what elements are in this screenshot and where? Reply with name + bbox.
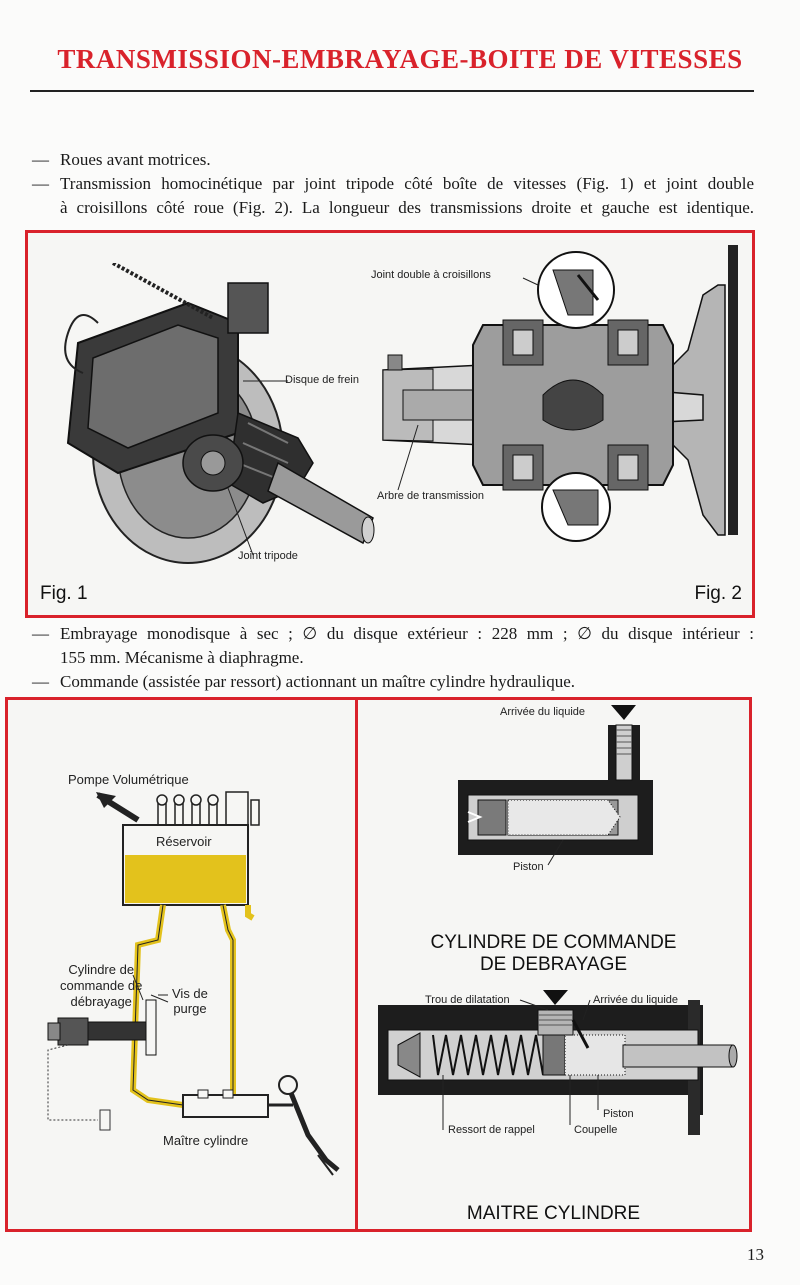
intro-item-2-line-1: Transmission homocinétique par joint tri… [60, 174, 754, 193]
label-piston-top: Piston [513, 861, 544, 873]
clutch-item-2: — Commande (assistée par ressort) action… [32, 670, 754, 694]
label-coupelle: Coupelle [574, 1124, 618, 1136]
clutch-item-2-text: Commande (assistée par ressort) actionna… [60, 672, 576, 691]
hydraulic-circuit-illustration [47, 791, 340, 1176]
intro-item-2: — Transmission homocinétique par joint t… [32, 172, 754, 196]
label-piston-bottom: Piston [603, 1108, 634, 1120]
heading-cylindre-commande: CYLINDRE DE COMMANDE DE DEBRAYAGE [430, 932, 677, 975]
title-rule [30, 90, 754, 92]
label-ressort: Ressort de rappel [448, 1124, 535, 1136]
label-cylindre-commande: Cylindre de commande de débrayage [60, 962, 143, 1009]
bullet-dash: — [32, 150, 49, 169]
callout-arbre: Arbre de transmission [377, 490, 484, 502]
intro-item-2-line-2: à croisillons côté roue (Fig. 2). La lon… [60, 198, 754, 217]
fig-1-label: Fig. 1 [40, 583, 88, 604]
fig-2-label: Fig. 2 [694, 583, 742, 604]
clutch-item-1: — Embrayage monodisque à sec ; ∅ du disq… [32, 622, 754, 646]
label-pompe: Pompe Volumétrique [68, 772, 189, 787]
page-title: TRANSMISSION-EMBRAYAGE-BOITE DE VITESSES [57, 44, 743, 74]
intro-item-1: — Roues avant motrices. [32, 148, 754, 172]
label-trou-dilatation: Trou de dilatation [425, 994, 510, 1006]
figure-hydraulic-circuit: Pompe Volumétrique Réservoir Cylindre de… [5, 697, 358, 1232]
slave-cylinder-section [378, 705, 738, 1135]
label-arrivee-top: Arrivée du liquide [500, 706, 585, 718]
intro-item-2-cont: à croisillons côté roue (Fig. 2). La lon… [32, 196, 754, 220]
callout-joint-double: Joint double à croisillons [371, 269, 491, 281]
clutch-item-1-line-2: 155 mm. Mécanisme à diaphragme. [60, 648, 304, 667]
label-arrivee-bottom: Arrivée du liquide [593, 994, 678, 1006]
clutch-item-1-line-1: Embrayage monodisque à sec ; ∅ du disque… [60, 624, 754, 643]
figure-cylinders: Arrivée du liquide Piston CYLINDRE DE CO… [355, 697, 752, 1232]
callout-joint-tripode: Joint tripode [238, 550, 298, 562]
label-vis-purge: Vis de purge [172, 986, 208, 1016]
label-maitre-cylindre: Maître cylindre [163, 1133, 249, 1148]
callout-disque-frein: Disque de frein [285, 374, 359, 386]
intro-list: — Roues avant motrices. — Transmission h… [32, 148, 754, 220]
tripode-brake-illustration [64, 263, 375, 564]
figure-transmission: Disque de frein Joint tripode Joint doub… [25, 230, 755, 618]
clutch-list: — Embrayage monodisque à sec ; ∅ du disq… [32, 622, 754, 694]
bullet-dash: — [32, 624, 49, 643]
clutch-item-1-cont: 155 mm. Mécanisme à diaphragme. [32, 646, 754, 670]
bullet-dash: — [32, 672, 49, 691]
page-number: 13 [747, 1245, 764, 1264]
double-joint-cross-section [382, 245, 738, 542]
label-reservoir: Réservoir [156, 834, 212, 849]
intro-item-1-text: Roues avant motrices. [60, 150, 211, 169]
bullet-dash: — [32, 174, 49, 193]
heading-maitre-cylindre: MAITRE CYLINDRE [466, 1203, 641, 1224]
